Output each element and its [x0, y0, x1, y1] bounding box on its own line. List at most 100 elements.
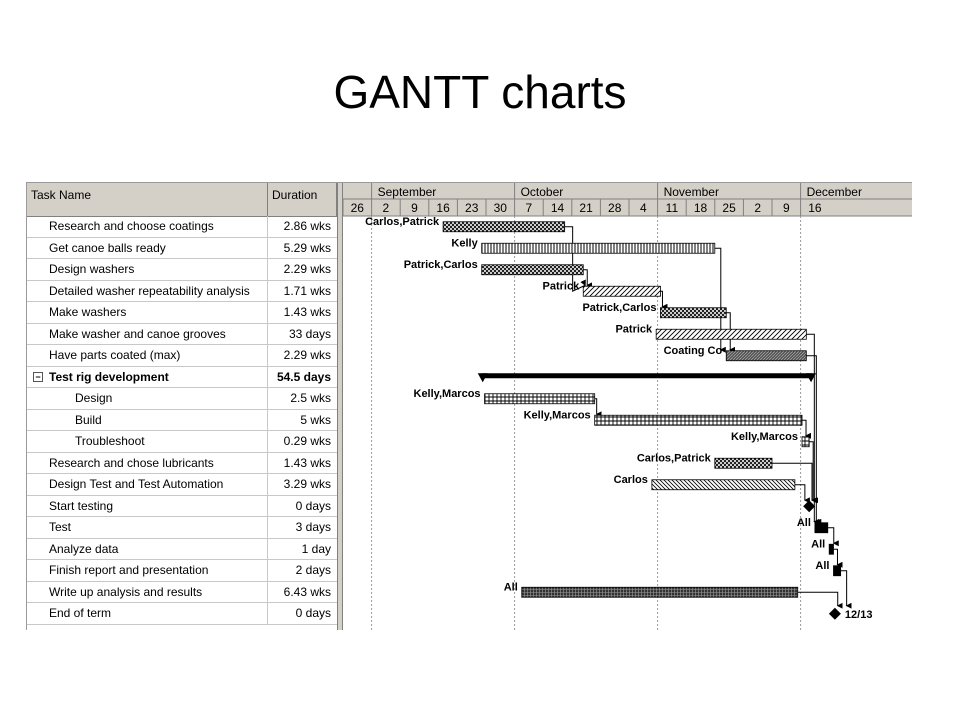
duration-cell[interactable]: 2.29 wks — [283, 262, 331, 276]
duration-cell[interactable]: 1.43 wks — [283, 305, 331, 319]
resource-label: Kelly,Marcos — [731, 431, 798, 443]
table-row[interactable]: Research and choose coatings 2.86 wks — [27, 216, 337, 238]
table-row[interactable]: Write up analysis and results 6.43 wks — [27, 581, 337, 603]
task-name-text: Make washers — [49, 305, 127, 319]
duration-cell[interactable]: 0 days — [295, 606, 331, 620]
duration-cell[interactable]: 1.71 wks — [283, 283, 331, 298]
task-name-text: Troubleshoot — [75, 434, 145, 448]
resource-label: Kelly — [451, 237, 478, 249]
duration-cell[interactable]: 2 days — [295, 563, 331, 577]
task-name-text: Analyze data — [49, 541, 119, 556]
resource-label: Carlos,Patrick — [365, 216, 440, 228]
table-row[interactable]: Test 3 days — [27, 517, 337, 539]
task-bar — [484, 393, 596, 405]
resource-label: Patrick,Carlos — [404, 259, 478, 271]
task-name-cell[interactable]: Analyze data — [27, 538, 268, 559]
duration-cell[interactable]: 5 wks — [300, 412, 331, 427]
duration-cell[interactable]: 5.29 wks — [283, 240, 331, 255]
task-name-cell[interactable]: Build — [27, 409, 268, 430]
duration-cell[interactable]: 2.29 wks — [283, 348, 331, 362]
duration-cell[interactable]: 3 days — [295, 520, 331, 534]
gantt-view: Task Name Duration Research and choose c… — [26, 182, 912, 630]
table-row[interactable]: Troubleshoot 0.29 wks — [27, 431, 337, 453]
task-name-cell[interactable]: Make washers — [27, 302, 268, 323]
table-row[interactable]: Have parts coated (max) 2.29 wks — [27, 345, 337, 367]
task-bar — [814, 522, 829, 534]
table-row[interactable]: Make washer and canoe grooves 33 days — [27, 323, 337, 345]
task-name-text: Have parts coated (max) — [49, 348, 181, 362]
task-name-cell[interactable]: Have parts coated (max) — [27, 345, 268, 366]
duration-cell[interactable]: 0 days — [295, 498, 331, 513]
task-name-cell[interactable]: Research and choose coatings — [27, 216, 268, 237]
column-header-duration[interactable]: Duration — [268, 183, 337, 216]
task-name-cell[interactable]: −Test rig development — [27, 366, 268, 387]
duration-cell[interactable]: 33 days — [288, 326, 331, 341]
task-bar — [481, 242, 716, 254]
dependency-links — [564, 226, 852, 609]
task-name-cell[interactable]: Detailed washer repeatability analysis — [27, 280, 268, 301]
task-bar — [801, 436, 810, 448]
week-label: 7 — [526, 201, 533, 215]
table-row[interactable]: Get canoe balls ready 5.29 wks — [27, 237, 337, 259]
table-header: Task Name Duration — [27, 183, 337, 217]
week-label: 4 — [640, 201, 647, 215]
week-label: 25 — [722, 201, 736, 215]
summary-bar — [481, 373, 813, 379]
duration-cell[interactable]: 3.29 wks — [283, 477, 331, 491]
task-name-text: Research and chose lubricants — [49, 455, 214, 470]
task-name-cell[interactable]: Test — [27, 517, 268, 538]
table-row[interactable]: End of term 0 days — [27, 603, 337, 625]
dependency-arrow — [833, 548, 843, 568]
dependency-arrow — [840, 570, 852, 609]
week-label: 14 — [551, 201, 565, 215]
pane-splitter[interactable] — [337, 183, 343, 630]
task-name-cell[interactable]: Design Test and Test Automation — [27, 474, 268, 495]
dependency-arrow — [564, 226, 586, 293]
duration-cell[interactable]: 2.5 wks — [290, 391, 331, 405]
duration-cell[interactable]: 1 day — [301, 541, 331, 556]
task-name-cell[interactable]: Get canoe balls ready — [27, 237, 268, 258]
task-bar — [655, 328, 807, 340]
task-name-cell[interactable]: Finish report and presentation — [27, 560, 268, 581]
table-row[interactable]: Detailed washer repeatability analysis 1.… — [27, 280, 337, 302]
dependency-arrow — [827, 527, 839, 547]
task-name-cell[interactable]: Troubleshoot — [27, 431, 268, 452]
duration-cell[interactable]: 2.86 wks — [283, 219, 331, 233]
task-name-text: End of term — [49, 606, 112, 620]
month-label: October — [521, 185, 564, 199]
task-bar — [481, 264, 584, 276]
duration-cell[interactable]: 0.29 wks — [283, 434, 331, 448]
table-row[interactable]: Finish report and presentation 2 days — [27, 560, 337, 582]
table-row[interactable]: Analyze data 1 day — [27, 538, 337, 560]
task-bar — [594, 414, 803, 426]
task-name-cell[interactable]: Research and chose lubricants — [27, 452, 268, 473]
task-name-cell[interactable]: Write up analysis and results — [27, 581, 268, 602]
task-name-cell[interactable]: Design washers — [27, 259, 268, 280]
resource-label: All — [811, 538, 825, 550]
table-row[interactable]: Build 5 wks — [27, 409, 337, 431]
table-row[interactable]: Research and chose lubricants 1.43 wks — [27, 452, 337, 474]
table-row[interactable]: Make washers 1.43 wks — [27, 302, 337, 324]
week-label: 23 — [465, 201, 479, 215]
column-header-task-name[interactable]: Task Name — [27, 183, 268, 216]
table-row[interactable]: Design Test and Test Automation 3.29 wks — [27, 474, 337, 496]
table-row[interactable]: −Test rig development 54.5 days — [27, 366, 337, 388]
resource-label: Carlos,Patrick — [637, 452, 712, 464]
task-name-cell[interactable]: Make washer and canoe grooves — [27, 323, 268, 344]
month-label: September — [378, 185, 437, 199]
table-row[interactable]: Design washers 2.29 wks — [27, 259, 337, 281]
week-label: 28 — [608, 201, 622, 215]
task-name-cell[interactable]: End of term — [27, 603, 268, 624]
task-table: Task Name Duration Research and choose c… — [27, 183, 337, 630]
task-name-cell[interactable]: Design — [27, 388, 268, 409]
summary-bar-end-cap — [806, 373, 817, 383]
table-row[interactable]: Start testing 0 days — [27, 495, 337, 517]
duration-cell[interactable]: 54.5 days — [276, 369, 331, 384]
duration-cell[interactable]: 6.43 wks — [283, 584, 331, 599]
task-name-cell[interactable]: Start testing — [27, 495, 268, 516]
table-row[interactable]: Design 2.5 wks — [27, 388, 337, 410]
collapse-icon[interactable]: − — [33, 371, 43, 382]
duration-cell[interactable]: 1.43 wks — [283, 455, 331, 470]
